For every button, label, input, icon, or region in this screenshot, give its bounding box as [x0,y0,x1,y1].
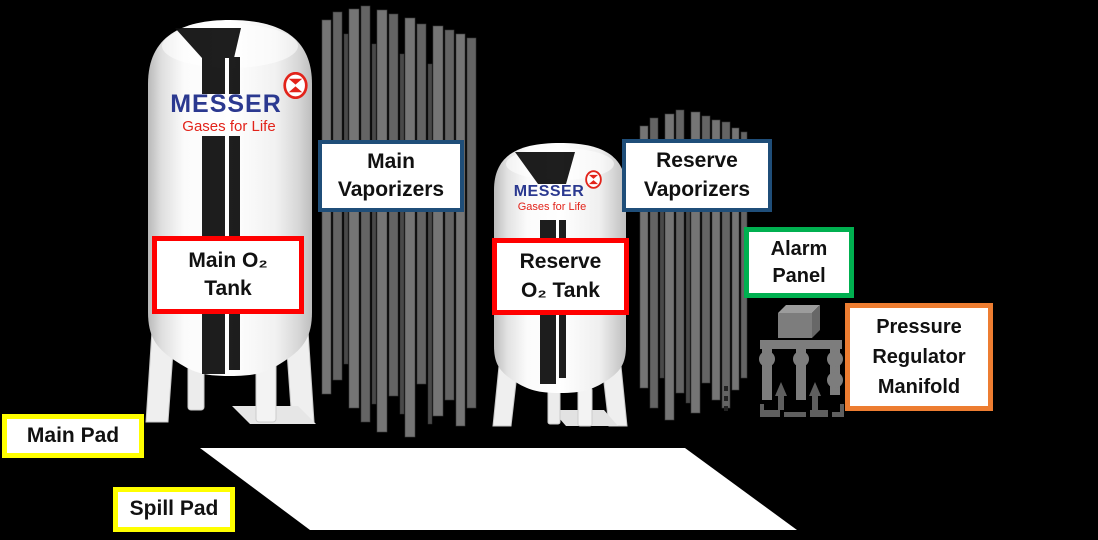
label-reserve-o2-tank: Reserve O₂ Tank [492,238,629,315]
label-reserve-vaporizers: Reserve Vaporizers [622,139,772,212]
label-line: Panel [772,264,826,287]
label-line: Reserve [656,149,738,173]
label-main-o2-tank: Main O₂ Tank [152,236,304,314]
label-alarm-panel: Alarm Panel [744,227,854,298]
pressure-regulator-manifold-graphic [759,305,844,417]
messer-tagline-main: Gases for Life [182,118,276,135]
label-main-vaporizers: Main Vaporizers [318,140,464,212]
label-line: Regulator [872,346,966,368]
label-line: Spill Pad [129,497,219,521]
label-line: Reserve [519,250,602,274]
manifold-arrows [760,382,844,417]
label-line: O₂ Tank [521,278,600,302]
messer-logo-icon [585,170,602,189]
label-line: Pressure [876,316,962,338]
fin-ladder-rungs [724,386,728,411]
label-line: Alarm [770,237,828,260]
label-line: Manifold [877,376,961,398]
messer-brand-reserve: MESSER [513,183,585,200]
messer-tagline-reserve: Gases for Life [517,201,587,213]
label-main-pad: Main Pad [2,414,144,458]
spill-pad-shape [200,448,797,530]
manifold-pipes [759,340,843,400]
label-line: Main [367,149,415,173]
tank-legs [492,365,628,427]
label-line: Main O₂ [188,248,268,272]
label-line: Vaporizers [643,177,751,201]
label-pressure-regulator-manifold: Pressure Regulator Manifold [845,303,993,411]
manifold-cube [778,305,820,338]
messer-logo-icon [283,72,308,99]
messer-brand-main: MESSER [170,90,282,118]
label-line: Main Pad [26,423,120,447]
label-line: Tank [204,277,252,300]
label-line: Vaporizers [337,178,445,201]
label-spill-pad: Spill Pad [113,487,235,532]
